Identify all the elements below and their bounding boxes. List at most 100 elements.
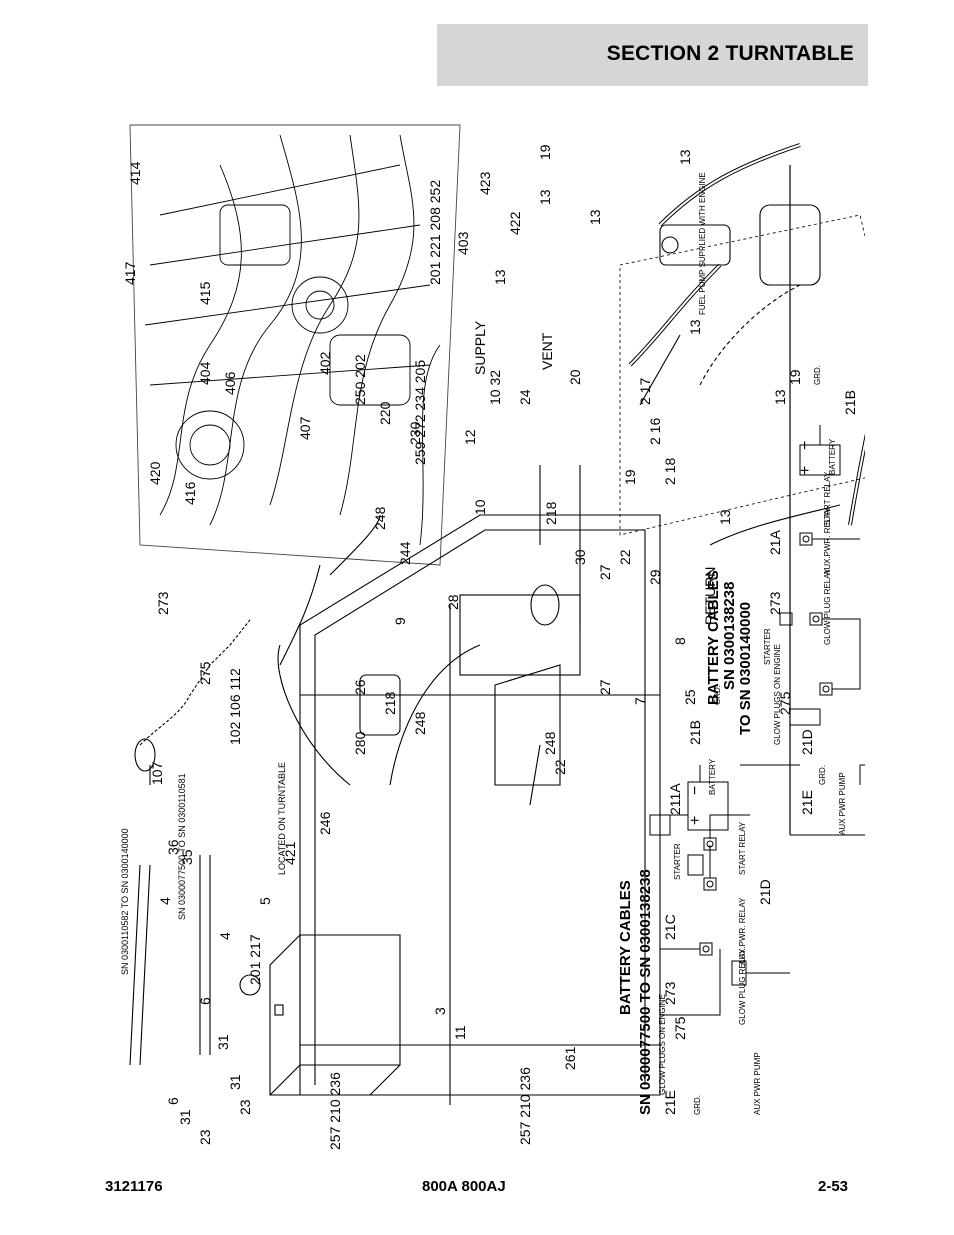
ref-21a-b: 21A <box>767 529 783 555</box>
part-label: 421 <box>282 841 298 865</box>
battery-minus-b: − <box>797 441 814 450</box>
glow-plugs-label-b: GLOW PLUGS ON ENGINE <box>773 644 782 745</box>
ref-273-a: 273 <box>662 981 678 1005</box>
vent-label: VENT <box>539 332 555 370</box>
footer-model: 800A 800AJ <box>422 1178 506 1195</box>
part-label: 13 <box>492 269 508 285</box>
line-art <box>129 124 865 1105</box>
part-label: 248 <box>542 731 558 755</box>
part-label: 13 <box>687 319 703 335</box>
part-label: 19 <box>787 369 803 385</box>
ref-21e-b: 21E <box>799 790 815 815</box>
part-label: 275 <box>197 661 213 685</box>
part-label: 201 221 208 252 <box>427 180 443 285</box>
footer-page-number: 2-53 <box>818 1178 849 1195</box>
schematic-b-title: BATTERY CABLES <box>705 570 722 705</box>
aux-pwr-pump-label-b: AUX PWR PUMP <box>838 772 847 835</box>
glow-plug-relay-label-b: GLOW PLUG RELAY <box>823 568 832 645</box>
part-label: 10 <box>472 499 488 515</box>
fuel-pump <box>659 204 821 286</box>
schematic-b-serial-to: TO SN 0300140000 <box>737 602 754 735</box>
schematic-a: BATTERY CABLES SN 0300077500 TO SN 03001… <box>617 685 773 1115</box>
part-label: 273 <box>155 591 171 615</box>
battery-minus-a: − <box>687 786 704 795</box>
part-label: 244 <box>397 541 413 565</box>
part-label: 403 <box>455 231 471 255</box>
fuel-tank-outline <box>619 214 865 536</box>
part-label: 422 <box>507 211 523 235</box>
ref-273-b: 273 <box>767 591 783 615</box>
part-label: 13 <box>772 389 788 405</box>
ref-21d-b: 21D <box>799 729 815 755</box>
fuel-lines <box>628 124 865 546</box>
grd-label-a: GRD. <box>693 1095 702 1115</box>
part-labels: 414 417 415 404 406 420 416 273 275 102 … <box>120 144 803 1150</box>
part-label: 22 <box>617 549 633 565</box>
part-label: 22 <box>552 759 568 775</box>
part-label: 24 <box>517 389 533 405</box>
grd-label-b2: GRD. <box>813 365 822 385</box>
grd-label-b: GRD. <box>818 765 827 785</box>
part-label: 12 <box>462 429 478 445</box>
part-label: 259 272 234 205 <box>412 360 428 465</box>
part-label: 230 <box>407 421 423 445</box>
part-label: 402 <box>317 351 333 375</box>
part-label: 257 210 236 <box>327 1072 343 1150</box>
return-label: RETURN <box>702 567 718 625</box>
battery-plus-a: + <box>687 816 704 825</box>
ref-21e-a: 21E <box>662 1090 678 1115</box>
section-title: SECTION 2 TURNTABLE <box>606 42 854 65</box>
part-label: 36 <box>165 839 181 855</box>
part-label: 5 <box>257 897 273 905</box>
part-label: 420 <box>147 461 163 485</box>
part-label: 414 <box>127 161 143 185</box>
part-label: 26 <box>352 679 368 695</box>
part-label: 218 <box>543 501 559 525</box>
part-label: 31 <box>177 1109 193 1125</box>
part-label: 3 <box>432 1007 448 1015</box>
ref-21b-a: 21B <box>687 720 703 745</box>
part-label: 250 202 <box>352 354 368 405</box>
part-label: 2 18 <box>662 458 678 485</box>
part-label: 6 <box>165 1097 181 1105</box>
part-label: 257 210 236 <box>517 1067 533 1145</box>
part-label: 13 <box>717 509 733 525</box>
turntable-frame <box>299 514 661 1105</box>
glow-plugs-label-a: GLOW PLUGS ON ENGINE <box>658 994 667 1095</box>
part-label: 220 <box>377 401 393 425</box>
diagram-rotated-layer: 414 417 415 404 406 420 416 273 275 102 … <box>120 124 865 1150</box>
part-label: 417 <box>122 261 138 285</box>
part-label: 404 <box>197 361 213 385</box>
serial-range-a: SN 0300110582 TO SN 0300140000 <box>120 828 130 975</box>
pin-and-chain <box>134 619 251 785</box>
part-label: 19 <box>537 144 553 160</box>
battery-cables <box>277 514 481 786</box>
part-label: 2 17 <box>637 378 653 405</box>
part-label: 8 <box>672 637 688 645</box>
part-label: 406 <box>222 371 238 395</box>
supply-label: SUPPLY <box>472 320 488 375</box>
ref-275-b: 275 <box>777 691 793 715</box>
part-label: 280 <box>352 731 368 755</box>
pivot-shaft <box>359 465 581 736</box>
part-label: 31 <box>227 1074 243 1090</box>
part-label: 23 <box>237 1099 253 1115</box>
start-relay-label-a: START RELAY <box>738 821 747 875</box>
aux-pwr-relay-label-b: AUX.PWR. RELAY <box>823 507 832 575</box>
part-label: 246 <box>317 811 333 835</box>
part-label: 25 <box>682 689 698 705</box>
part-label: 27 <box>597 564 613 580</box>
part-label: 4 <box>157 897 173 905</box>
part-label: 30 <box>572 549 588 565</box>
schematic-b-wiring <box>779 165 865 836</box>
starter-label-b: STARTER <box>763 628 772 665</box>
starter-label-a: STARTER <box>673 843 682 880</box>
part-label: 102 106 112 <box>227 668 243 745</box>
part-label: 4 <box>217 932 233 940</box>
part-label: 31 <box>215 1034 231 1050</box>
part-label: 248 <box>372 506 388 530</box>
aux-pwr-relay-label-a: AUX.PWR. RELAY <box>738 897 747 965</box>
part-label: 416 <box>182 481 198 505</box>
part-label: 201 217 <box>247 934 263 985</box>
part-label: 13 <box>537 189 553 205</box>
